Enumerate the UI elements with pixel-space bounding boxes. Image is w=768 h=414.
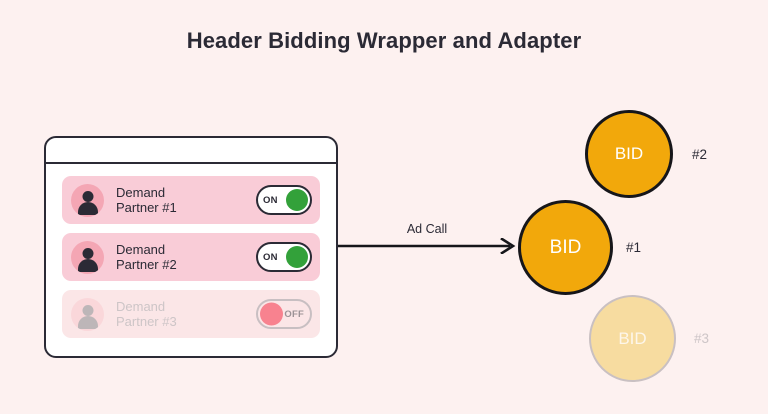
bid-circle-2: BID <box>585 110 673 198</box>
bid-circle-label: BID <box>618 328 647 348</box>
demand-partner-row-2[interactable]: Demand Partner #2 ON <box>62 233 320 281</box>
demand-partner-label: Demand Partner #3 <box>116 299 177 329</box>
demand-partner-toggle-1[interactable]: ON <box>256 185 312 215</box>
user-avatar-icon <box>71 183 104 217</box>
demand-partner-row-3[interactable]: Demand Partner #3 OFF <box>62 290 320 338</box>
toggle-state-label: ON <box>263 194 278 206</box>
window-body: Demand Partner #1 ON Demand Partner #2 O… <box>46 164 336 356</box>
bid-circle-3: BID <box>589 295 676 382</box>
bid-rank-tag-1: #1 <box>626 240 642 255</box>
user-avatar-icon <box>71 240 104 274</box>
bid-circle-label: BID <box>614 144 644 163</box>
demand-partner-label: Demand Partner #1 <box>116 185 177 215</box>
window-titlebar <box>46 138 336 164</box>
page-title: Header Bidding Wrapper and Adapter <box>186 28 582 53</box>
toggle-state-label: ON <box>263 251 278 263</box>
wrapper-window: Demand Partner #1 ON Demand Partner #2 O… <box>44 136 338 358</box>
toggle-knob <box>260 302 283 326</box>
arrow-right-icon <box>338 238 516 254</box>
toggle-knob <box>286 246 308 268</box>
demand-partner-toggle-3[interactable]: OFF <box>256 299 312 329</box>
demand-partner-row-1[interactable]: Demand Partner #1 ON <box>62 176 320 224</box>
ad-call-label: Ad Call <box>406 222 448 236</box>
toggle-state-label: OFF <box>284 308 304 320</box>
demand-partner-toggle-2[interactable]: ON <box>256 242 312 272</box>
bid-rank-tag-3: #3 <box>694 331 710 346</box>
bid-rank-tag-2: #2 <box>692 147 708 162</box>
user-avatar-icon <box>71 297 104 331</box>
toggle-knob <box>286 189 308 211</box>
bid-circle-1: BID <box>518 200 613 295</box>
bid-circle-label: BID <box>549 236 582 258</box>
demand-partner-label: Demand Partner #2 <box>116 242 177 272</box>
